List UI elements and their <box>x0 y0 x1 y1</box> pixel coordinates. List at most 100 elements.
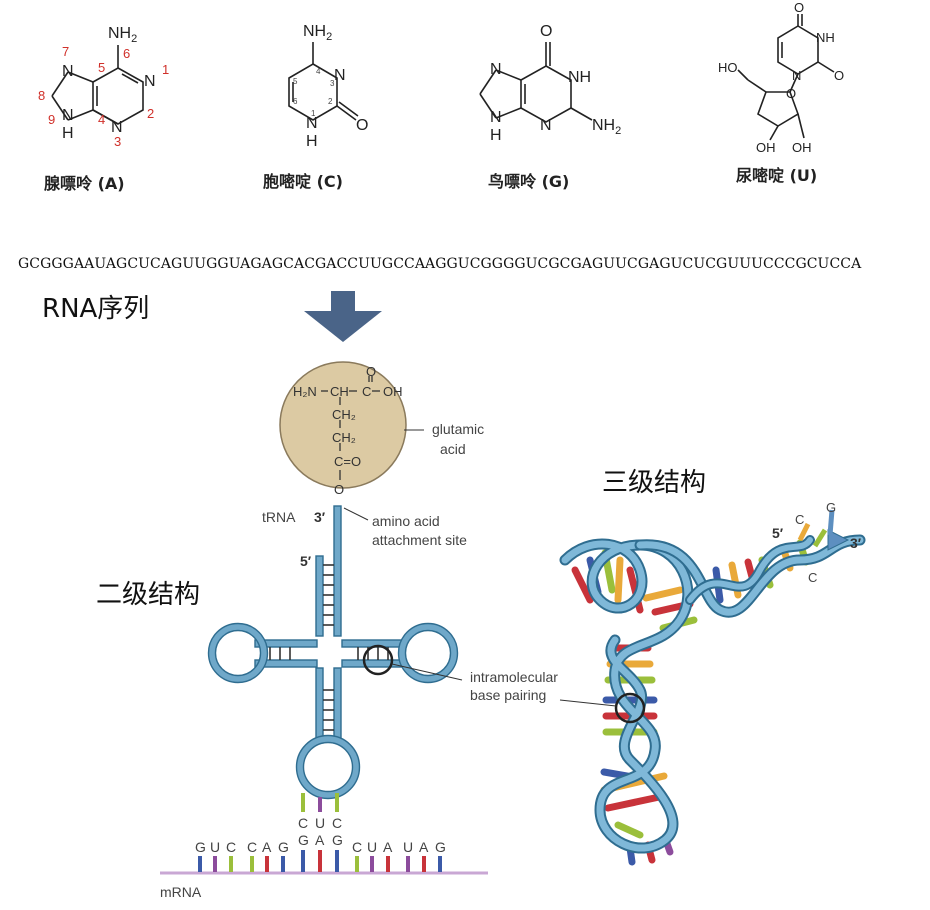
svg-text:A: A <box>262 839 272 855</box>
base-name-cytosine: 胞嘧啶 (C) <box>263 172 343 191</box>
svg-text:1: 1 <box>162 62 169 77</box>
three-prime-label: 3′ <box>314 509 326 525</box>
tertiary-three-prime-label: 3′ <box>850 535 862 551</box>
intramolecular-label-line1: intramolecular <box>470 669 558 685</box>
guanine-n1h: NH <box>568 69 591 86</box>
down-arrow-icon <box>304 291 382 342</box>
intramolecular-label-line2: base pairing <box>470 687 547 703</box>
adenine-h9: H <box>62 125 74 142</box>
guanine-h9: H <box>490 127 502 144</box>
cytosine-structure <box>288 42 359 121</box>
secondary-structure-label: 二级结构 <box>96 580 201 610</box>
uridine-oh-2: OH <box>756 140 776 155</box>
nucleobase-structures: NH2 N N N N H NH2 N N H O O NH N N N H N… <box>38 0 844 155</box>
tertiary-five-prime-label: 5′ <box>772 525 784 541</box>
svg-text:CH: CH <box>330 384 349 399</box>
svg-text:A: A <box>315 832 325 848</box>
amino-acid-formula: H₂N CH C OH O CH₂ CH₂ C=O O <box>293 364 403 497</box>
adenine-n7: N <box>62 63 74 80</box>
svg-text:CH₂: CH₂ <box>332 430 356 445</box>
base-name-guanine: 鸟嘌呤 (G) <box>488 172 570 191</box>
amino-acid-bonds <box>321 376 380 480</box>
uridine-ho: HO <box>718 60 738 75</box>
svg-text:C: C <box>298 815 308 831</box>
cytosine-ring-numbers: 1 2 3 4 5 6 <box>293 67 335 118</box>
svg-text:A: A <box>383 839 393 855</box>
uridine-o2: O <box>834 68 844 83</box>
guanine-n9: N <box>490 109 502 126</box>
svg-text:3: 3 <box>114 134 121 149</box>
svg-text:U: U <box>367 839 377 855</box>
svg-text:5: 5 <box>293 77 298 86</box>
svg-text:2: 2 <box>147 106 154 121</box>
glutamic-acid-label-line1: glutamic <box>432 421 484 437</box>
glutamic-acid-label-line2: acid <box>440 441 466 457</box>
tertiary-g-label: G <box>826 500 836 515</box>
svg-text:G: G <box>298 832 309 848</box>
cca-end-sticks <box>797 509 835 548</box>
svg-text:7: 7 <box>62 44 69 59</box>
trna-tertiary-structure: 5′ 3′ C C G <box>559 500 866 866</box>
anticodon-sticks <box>301 793 339 812</box>
guanine-structure <box>479 42 593 123</box>
three-prime-arrow-icon <box>827 529 850 551</box>
guanine-nh2: NH2 <box>592 117 621 137</box>
tertiary-highlight-circle <box>614 692 646 724</box>
svg-text:A: A <box>419 839 429 855</box>
svg-text:CH₂: CH₂ <box>332 407 356 422</box>
svg-text:C=O: C=O <box>334 454 361 469</box>
cytosine-h1: H <box>306 133 318 150</box>
uridine-ring-o: O <box>786 86 796 101</box>
adenine-structure <box>51 45 144 125</box>
svg-text:OH: OH <box>383 384 403 399</box>
svg-text:O: O <box>334 482 344 497</box>
mrna-label: mRNA <box>160 884 202 900</box>
uridine-n1: N <box>792 68 801 83</box>
cytosine-nh2: NH2 <box>303 23 332 43</box>
svg-text:3: 3 <box>330 79 335 88</box>
svg-text:O: O <box>366 364 376 379</box>
svg-text:G: G <box>278 839 289 855</box>
rna-sequence-label: RNA序列 <box>42 294 150 324</box>
tertiary-backbone <box>559 534 866 854</box>
cytosine-n3: N <box>334 67 346 84</box>
trna-loops <box>207 622 459 800</box>
attachment-label-line2: attachment site <box>372 532 467 548</box>
svg-text:4: 4 <box>98 112 105 127</box>
svg-text:G: G <box>195 839 206 855</box>
glutamic-acid-circle <box>279 361 407 489</box>
tertiary-structure-label: 三级结构 <box>602 468 707 498</box>
rna-sequence-text: GCGGGAAUAGCUCAGUUGGUAGAGCACGACCUUGCCAAGG… <box>18 256 862 272</box>
svg-text:6: 6 <box>123 46 130 61</box>
svg-text:G: G <box>332 832 343 848</box>
uridine-oh-3: OH <box>792 140 812 155</box>
svg-text:C: C <box>247 839 257 855</box>
adenine-ring-numbers: 1 2 3 4 5 6 7 8 9 <box>38 44 169 149</box>
base-name-adenine: 腺嘌呤 (A) <box>44 174 125 193</box>
svg-text:4: 4 <box>316 67 321 76</box>
guanine-n3: N <box>540 117 552 134</box>
svg-text:C: C <box>332 815 342 831</box>
svg-text:G: G <box>435 839 446 855</box>
anticodon-letters: C U C G A G <box>298 815 343 848</box>
svg-text:8: 8 <box>38 88 45 103</box>
svg-text:6: 6 <box>293 97 298 106</box>
svg-text:U: U <box>403 839 413 855</box>
svg-text:C: C <box>362 384 371 399</box>
svg-text:5: 5 <box>98 60 105 75</box>
svg-text:U: U <box>210 839 220 855</box>
mrna-base-sticks <box>198 850 442 872</box>
attachment-label-line1: amino acid <box>372 513 440 529</box>
trna-body <box>254 505 403 744</box>
svg-text:2: 2 <box>328 97 333 106</box>
cytosine-o: O <box>356 117 368 134</box>
guanine-n7: N <box>490 61 502 78</box>
trna-secondary-structure: H₂N CH C OH O CH₂ CH₂ C=O O glutamic aci… <box>160 291 488 900</box>
tertiary-c2-label: C <box>808 570 817 585</box>
svg-text:C: C <box>226 839 236 855</box>
intramolecular-highlight-circle <box>362 644 394 676</box>
base-name-uracil: 尿嘧啶 (U) <box>736 166 818 185</box>
uridine-structure <box>737 14 835 141</box>
uridine-o4: O <box>794 0 804 15</box>
adenine-nh2: NH2 <box>108 25 137 45</box>
